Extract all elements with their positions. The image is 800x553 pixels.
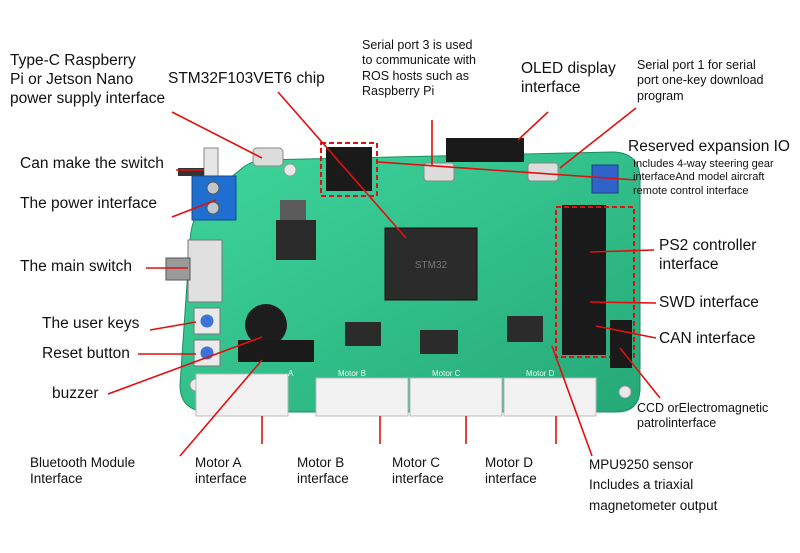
pointer-stm32 — [277, 91, 407, 239]
oled-header — [446, 138, 524, 162]
label-motor-c: Motor C interface — [392, 455, 444, 487]
label-swd: SWD interface — [659, 294, 759, 311]
pin-header-right — [562, 205, 606, 355]
inductor-small — [280, 200, 306, 220]
mount-hole-br — [618, 385, 632, 399]
ic-small-3 — [507, 316, 543, 342]
motor-b-mark: Motor B — [338, 369, 366, 378]
pointer-buzzer — [107, 336, 263, 395]
label-buzzer: buzzer — [52, 385, 99, 402]
dashed-box-right — [555, 206, 635, 358]
dashed-box-serial3 — [320, 142, 378, 197]
ic-small-2 — [420, 330, 458, 354]
pointer-typec — [171, 111, 263, 159]
label-main-switch: The main switch — [20, 258, 132, 275]
pointer-lines — [107, 91, 661, 457]
label-user-keys: The user keys — [42, 315, 140, 332]
ccd-connector — [610, 320, 632, 368]
mcu-chip — [384, 227, 478, 301]
motor-a-connector — [195, 373, 289, 417]
label-can: CAN interface — [659, 330, 756, 347]
label-power-interface: The power interface — [20, 195, 157, 212]
power-terminal-screw-1 — [206, 181, 220, 195]
motor-d-connector — [503, 377, 597, 417]
slide-switch — [203, 147, 219, 177]
pointer-mpu9250 — [551, 345, 593, 457]
label-bluetooth: Bluetooth Module Interface — [30, 455, 136, 487]
pointer-serial1 — [559, 107, 637, 169]
mount-hole-tl — [283, 163, 297, 177]
motor-c-connector — [409, 377, 503, 417]
motor-d-mark: Motor D — [526, 369, 555, 378]
label-mpu9250: MPU9250 sensor Includes a triaxial magne… — [589, 457, 718, 513]
label-ps2: PS2 controller interface — [659, 237, 757, 273]
label-serial1: Serial port 1 for serial port one-key do… — [637, 58, 764, 103]
power-terminal-screw-2 — [206, 201, 220, 215]
label-motor-d: Motor D interface — [485, 455, 537, 487]
mcu-chip-marking: STM32 — [415, 260, 448, 271]
label-reset-button: Reset button — [42, 345, 130, 362]
pointer-swd — [589, 301, 657, 304]
label-motor-a: Motor A interface — [195, 455, 247, 487]
label-motor-b: Motor B interface — [297, 455, 349, 487]
buzzer-body — [245, 304, 287, 346]
pointer-can — [595, 325, 657, 339]
slide-switch-lever — [178, 168, 204, 176]
pointer-reserved-io — [377, 161, 637, 181]
label-serial3: Serial port 3 is used to communicate wit… — [362, 38, 476, 98]
pointer-oled — [517, 111, 549, 141]
label-reserved-io-note: Includes 4-way steering gear interfaceAn… — [633, 158, 774, 197]
pointer-user-keys — [149, 321, 197, 331]
pointer-ps2 — [589, 249, 655, 253]
user-key-cap — [200, 314, 214, 328]
label-oled: OLED display interface — [521, 60, 616, 96]
pointer-bluetooth — [179, 359, 263, 457]
label-reserved-io: Reserved expansion IO — [628, 138, 790, 155]
motor-c-mark: Motor C — [432, 369, 461, 378]
main-switch — [187, 239, 223, 303]
bluetooth-header — [238, 340, 314, 362]
label-can-switch: Can make the switch — [20, 155, 164, 172]
motor-a-mark: A — [288, 369, 294, 378]
motor-b-connector — [315, 377, 409, 417]
ic-small-1 — [345, 322, 381, 346]
main-switch-lever — [165, 257, 191, 281]
label-typec-power: Type-C Raspberry Pi or Jetson Nano power… — [10, 52, 166, 107]
typec-port-left — [252, 147, 284, 167]
pointer-ccd — [619, 347, 661, 399]
inductor-large — [276, 220, 316, 260]
label-ccd: CCD orElectromagnetic patrolinterface — [637, 401, 769, 431]
label-stm32-chip: STM32F103VET6 chip — [168, 70, 325, 87]
pointer-power — [171, 199, 217, 218]
